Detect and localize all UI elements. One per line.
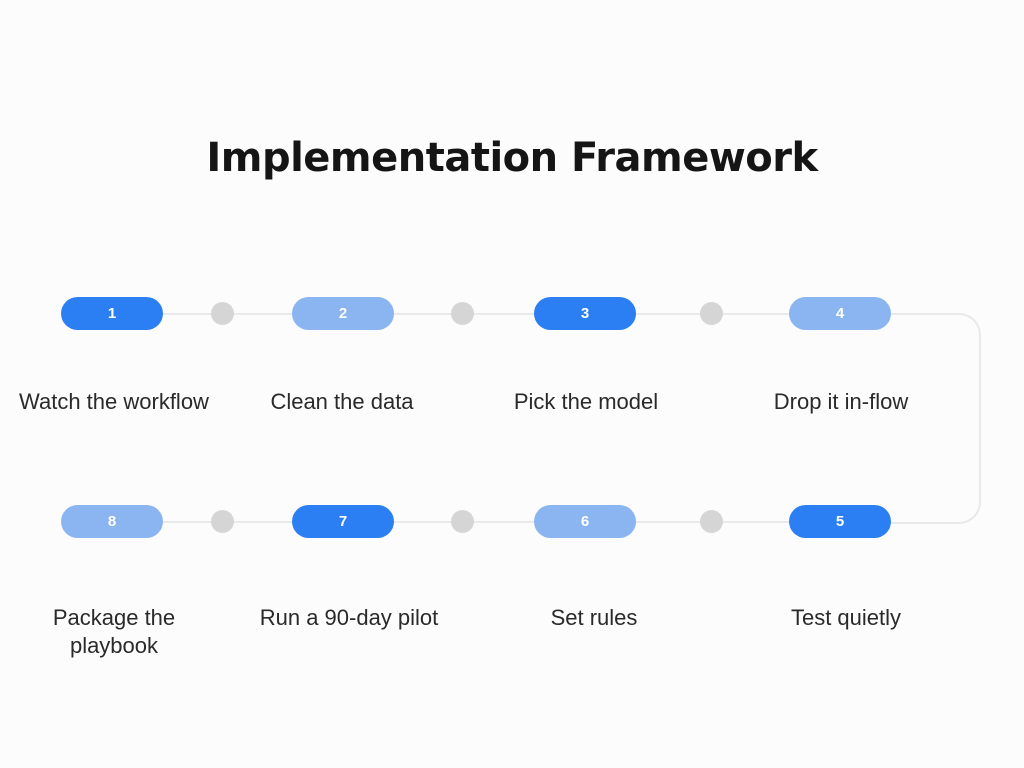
step-label-4: Drop it in-flow [773,389,909,414]
connector-dot [451,510,474,533]
step-pill-2: 2 [292,297,394,330]
connector-dot [451,302,474,325]
step-pill-4: 4 [789,297,891,330]
connector-dot [700,302,723,325]
step-label-3: Pick the model [513,389,659,414]
connector-dot [211,510,234,533]
step-pill-5: 5 [789,505,891,538]
step-label-8: Package the playbook [52,605,176,658]
row2-connector-line [111,521,890,523]
step-pill-1: 1 [61,297,163,330]
step-label-7: Run a 90-day pilot [259,605,439,630]
step-pill-3: 3 [534,297,636,330]
connector-dot [211,302,234,325]
step-pill-8: 8 [61,505,163,538]
step-label-1: Watch the workflow [19,389,209,414]
step-label-5: Test quietly [790,605,902,630]
connector-dot [700,510,723,533]
step-pill-7: 7 [292,505,394,538]
row1-connector-line [111,313,890,315]
step-pill-6: 6 [534,505,636,538]
step-label-6: Set rules [550,605,638,630]
flow-elbow-connector [850,313,981,524]
page-title: Implementation Framework [206,134,818,181]
step-label-2: Clean the data [270,389,414,414]
